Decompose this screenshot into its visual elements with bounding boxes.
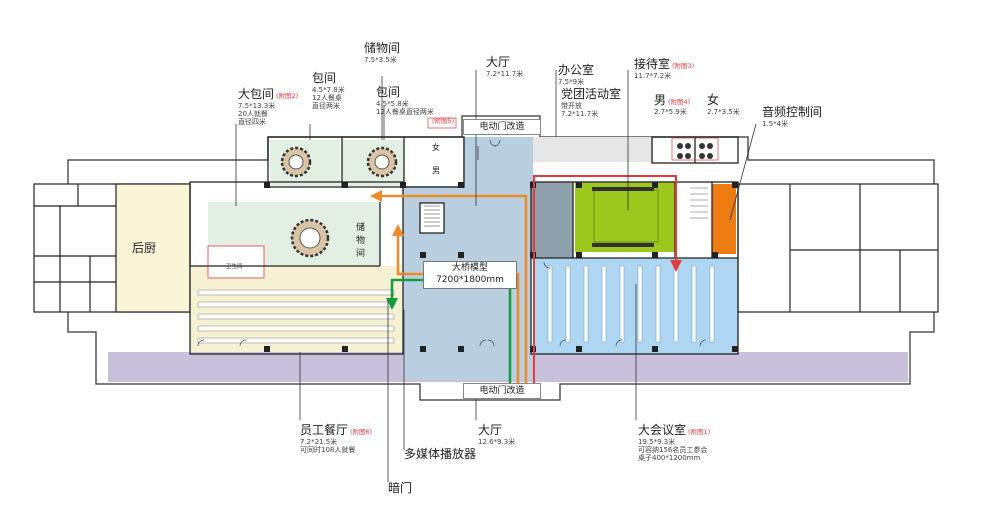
audio-control-name: 音频控制间 <box>762 105 823 119</box>
storage-label: 储物间 7.5*3.5米 <box>364 38 400 64</box>
office-area <box>533 137 653 162</box>
orange-arrowhead-up <box>392 224 404 236</box>
women-label: 女 2.7*3.5米 <box>707 90 740 116</box>
staff-canteen-size: 7.2*21.5米 <box>300 438 338 447</box>
big-private-room-capacity: 20人就餐 <box>238 110 268 119</box>
men-size: 2.7*5.9米 <box>654 108 687 117</box>
private-room-1-label: 包间 4.5*7.8米 12人餐桌 直径两米 <box>312 68 345 111</box>
conference-ref: (附图1) <box>688 428 711 436</box>
reception-ref: (附图3) <box>672 62 695 70</box>
men-label: 男(附图4) 2.7*5.9米 <box>654 90 690 116</box>
multimedia-player-label: 多媒体播放器 <box>404 447 477 461</box>
hall-bottom-label: 大厅 12.6*9.3米 <box>478 420 515 446</box>
hall-bottom-size: 12.6*9.3米 <box>478 438 516 447</box>
left-wing <box>33 183 191 313</box>
conference-desk: 桌子400*1200mm <box>638 454 701 463</box>
reception-ref-box <box>671 137 719 161</box>
big-private-room-ref: (附图2) <box>276 92 299 100</box>
staff-canteen-name: 员工餐厅 <box>300 423 349 437</box>
party-room-name: 党团活动室 <box>561 87 622 101</box>
conference-capacity: 可容纳156名员工参会 <box>638 446 708 455</box>
office-size: 7.5*9米 <box>558 78 585 87</box>
women-name: 女 <box>707 93 720 107</box>
secret-door-label: 暗门 <box>388 481 413 495</box>
private-room-2-capacity: 12人餐桌直径两米 <box>376 108 434 117</box>
hall-top-size: 7.2*11.7米 <box>486 70 524 79</box>
building-outline <box>67 115 935 401</box>
conference-name: 大会议室 <box>638 423 687 437</box>
conference-size: 19.5*9.3米 <box>638 438 676 447</box>
red-arrowhead-down <box>670 260 682 272</box>
private-room-1-name: 包间 <box>312 71 337 85</box>
power-door-top-label: 电动门改造 <box>463 119 541 135</box>
small-toilet-nan: 男 <box>432 166 440 175</box>
private-room-1-note: 直径两米 <box>312 102 340 111</box>
leader-lines <box>235 70 757 482</box>
big-private-room-size: 7.5*13.3米 <box>238 102 276 111</box>
staff-canteen-label: 员工餐厅(附图6) 7.2*21.5米 可同时108人就餐 <box>300 420 372 454</box>
office-name: 办公室 <box>558 63 595 77</box>
audio-control-size: 1.5*4米 <box>762 120 789 129</box>
storage-vertical-label: 储物间 <box>356 223 366 259</box>
audio-control-label: 音频控制间 1.5*4米 <box>762 102 822 128</box>
round-tables <box>280 146 398 258</box>
bridge-model-title: 大桥模型 <box>451 263 488 273</box>
bridge-model-box: 大桥模型 7200*1800mm <box>423 261 517 289</box>
kitchen-label: 后厨 <box>132 241 157 255</box>
private-room-1-size: 4.5*7.8米 <box>312 86 345 95</box>
big-private-room-name: 大包间 <box>238 87 275 101</box>
office-label: 办公室 7.5*9米 <box>558 60 594 86</box>
storage-size: 7.5*3.5米 <box>364 56 397 65</box>
ref-marker-box <box>427 117 457 129</box>
hall-top-name: 大厅 <box>486 55 511 69</box>
conference-desks <box>547 265 715 343</box>
private-room-1-capacity: 12人餐桌 <box>312 94 342 103</box>
big-private-room-note: 直径四米 <box>238 118 266 127</box>
party-room-label: 党团活动室 带开放 7.2*11.7米 <box>561 84 621 118</box>
private-room-2-label: 包间 4.5*5.8米 12人餐桌直径两米 <box>376 82 434 116</box>
red-route <box>533 175 677 384</box>
private-room-2-size: 4.5*5.8米 <box>376 100 409 109</box>
small-toilet-area <box>404 140 460 186</box>
staff-canteen-capacity: 可同时108人就餐 <box>300 446 356 455</box>
restroom-area <box>207 245 265 279</box>
reception-toilets <box>677 143 713 159</box>
storage-name: 储物间 <box>364 41 401 55</box>
big-private-room-label: 大包间(附图2) 7.5*13.3米 20人就餐 直径四米 <box>238 84 298 127</box>
hall-bottom-name: 大厅 <box>478 423 503 437</box>
staff-canteen-ref: (附图6) <box>350 428 373 436</box>
men-name: 男 <box>654 93 667 107</box>
green-arrowhead-down <box>386 298 398 310</box>
audio-area <box>712 184 736 254</box>
power-door-bottom-label: 电动门改造 <box>463 383 541 399</box>
small-toilet-nv: 女 <box>432 143 440 152</box>
party-room-size: 7.2*11.7米 <box>561 110 599 119</box>
small-toilet-ref: (附图5) <box>432 117 455 125</box>
bridge-model-size: 7200*1800mm <box>436 275 504 285</box>
private-room-2-name: 包间 <box>376 85 401 99</box>
door-symbols <box>197 139 707 347</box>
men-ref: (附图4) <box>668 98 691 106</box>
stairs <box>424 187 708 227</box>
reception-size: 11.7*7.2米 <box>634 72 672 81</box>
restroom-label: 卫生间 <box>226 264 243 270</box>
office-gray <box>531 182 573 258</box>
right-wing <box>737 183 939 313</box>
women-size: 2.7*3.5米 <box>707 108 740 117</box>
party-room-detail: 带开放 <box>561 102 582 111</box>
conference-label: 大会议室(附图1) 19.5*9.3米 可容纳156名员工参会 桌子400*12… <box>638 420 710 463</box>
hall-top-label: 大厅 7.2*11.7米 <box>486 52 523 78</box>
party-room-table <box>592 187 659 247</box>
canteen-area <box>190 266 402 352</box>
reception-label: 接待室(附图3) 11.7*7.2米 <box>634 54 694 80</box>
reception-name: 接待室 <box>634 57 671 71</box>
orange-arrowhead-left <box>370 190 382 202</box>
